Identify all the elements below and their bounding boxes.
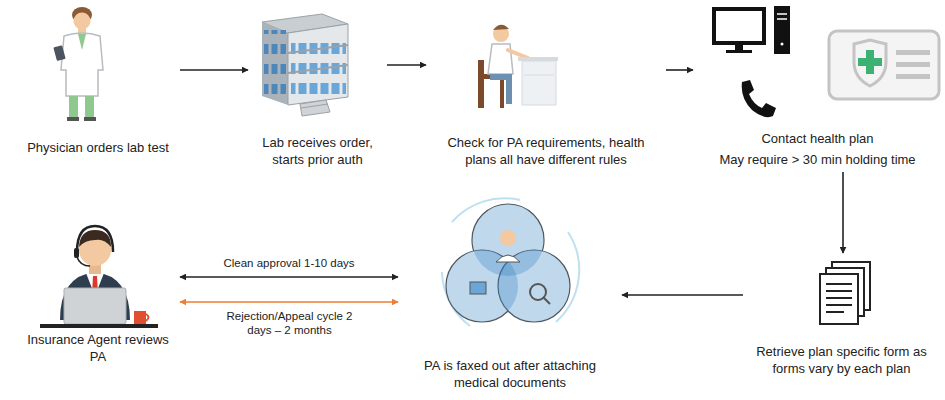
insurance-agent-part bbox=[64, 288, 126, 324]
step-caption: Insurance Agent reviews PA bbox=[22, 331, 174, 365]
step-node: Physician orders lab test bbox=[18, 0, 178, 158]
step-caption: Check for PA requirements, health plans … bbox=[432, 134, 660, 168]
physician-figure-part bbox=[67, 117, 79, 121]
lab-building-part bbox=[300, 100, 330, 116]
computer-phone-card-part bbox=[854, 40, 886, 86]
insurance-agent-part bbox=[40, 324, 158, 328]
step-node: Retrieve plan specific form as forms var… bbox=[745, 255, 938, 379]
document-stack bbox=[820, 262, 870, 324]
computer-phone-card-part bbox=[829, 31, 939, 99]
step-caption: Lab receives order, starts prior auth bbox=[254, 134, 381, 168]
insurance-agent-part bbox=[134, 311, 146, 324]
document-stack-part bbox=[826, 304, 852, 306]
lab-building-part bbox=[264, 30, 286, 94]
physician-figure-part bbox=[69, 96, 78, 118]
venn-figure-part bbox=[500, 230, 516, 246]
document-stack-part bbox=[826, 311, 844, 313]
computer-phone-card-part bbox=[774, 6, 790, 54]
desk-worker-part bbox=[500, 78, 504, 108]
step-node: Contact health planMay require > 30 min … bbox=[695, 0, 940, 170]
lab-building bbox=[262, 14, 348, 116]
insurance-agent bbox=[40, 226, 158, 328]
desk-worker-part bbox=[508, 50, 528, 58]
computer-phone-card-part bbox=[777, 13, 787, 15]
document-stack-part bbox=[826, 290, 852, 292]
step-caption: Physician orders lab test bbox=[27, 139, 169, 156]
physician-figure-part bbox=[85, 96, 94, 118]
computer-phone-card-part bbox=[896, 62, 930, 67]
desk-worker bbox=[478, 25, 558, 108]
flow-arrow bbox=[387, 64, 426, 66]
desk-worker-part bbox=[518, 57, 558, 61]
desk-worker-part bbox=[490, 74, 512, 104]
desk-worker-part bbox=[524, 75, 554, 76]
document-stack-part bbox=[820, 274, 858, 324]
insurance-agent-part bbox=[146, 314, 149, 321]
physician-figure bbox=[53, 7, 103, 121]
insurance-agent-part bbox=[74, 248, 79, 258]
physician-figure-part bbox=[78, 34, 86, 50]
computer-phone-card-part bbox=[896, 74, 930, 79]
flow-arrow bbox=[842, 172, 844, 253]
computer-phone-card-part bbox=[714, 9, 764, 43]
flow-arrow bbox=[622, 294, 743, 296]
lab-building-part bbox=[288, 65, 348, 73]
venn-figure-part bbox=[470, 282, 486, 294]
desk-worker-part bbox=[478, 60, 484, 108]
physician-figure-part bbox=[53, 45, 65, 61]
computer-phone-card-part bbox=[742, 80, 776, 117]
physician-figure-part bbox=[74, 13, 91, 30]
flow-arrow bbox=[180, 69, 248, 71]
step-caption: Retrieve plan specific form as forms var… bbox=[749, 343, 934, 377]
step-caption: May require > 30 min holding time bbox=[719, 151, 915, 168]
venn-figure bbox=[442, 198, 579, 326]
lab-building-part bbox=[301, 104, 328, 108]
step-node: Lab receives order, starts prior auth bbox=[250, 0, 385, 170]
desk-worker-part bbox=[522, 61, 556, 105]
computer-phone-card-part bbox=[858, 58, 882, 66]
lab-building-part bbox=[288, 24, 348, 105]
venn-figure-part bbox=[496, 255, 520, 262]
computer-phone-card-part bbox=[781, 43, 784, 46]
venn-figure-part bbox=[543, 297, 550, 304]
lab-building-part bbox=[262, 22, 288, 105]
computer-phone-card-part bbox=[896, 50, 930, 55]
step-caption: PA is faxed out after attaching medical … bbox=[404, 357, 616, 391]
physician-figure-part bbox=[61, 33, 103, 96]
document-stack-part bbox=[826, 297, 852, 299]
insurance-agent-part bbox=[79, 230, 111, 247]
document-stack-part bbox=[826, 283, 852, 285]
physician-figure-part bbox=[84, 117, 96, 121]
step-node: PA is faxed out after attaching medical … bbox=[400, 195, 620, 393]
insurance-agent-part bbox=[77, 226, 113, 252]
computer-phone-card bbox=[714, 6, 939, 117]
computer-phone-card-part bbox=[726, 50, 752, 53]
edge-label: Rejection/Appeal cycle 2 days – 2 months bbox=[222, 309, 357, 337]
edge-label: Clean approval 1-10 days bbox=[214, 256, 364, 270]
flow-arrow bbox=[666, 69, 693, 71]
flow-arrow bbox=[180, 301, 398, 303]
step-node: Insurance Agent reviews PA bbox=[18, 215, 178, 367]
step-caption: Contact health plan bbox=[761, 130, 873, 147]
computer-phone-card-part bbox=[735, 43, 743, 50]
computer-phone-card-part bbox=[777, 18, 787, 20]
lab-building-part bbox=[288, 45, 348, 53]
step-node: Check for PA requirements, health plans … bbox=[428, 0, 664, 170]
flow-arrow bbox=[180, 276, 398, 278]
insurance-agent-part bbox=[77, 257, 90, 266]
desk-worker-part bbox=[493, 25, 509, 30]
